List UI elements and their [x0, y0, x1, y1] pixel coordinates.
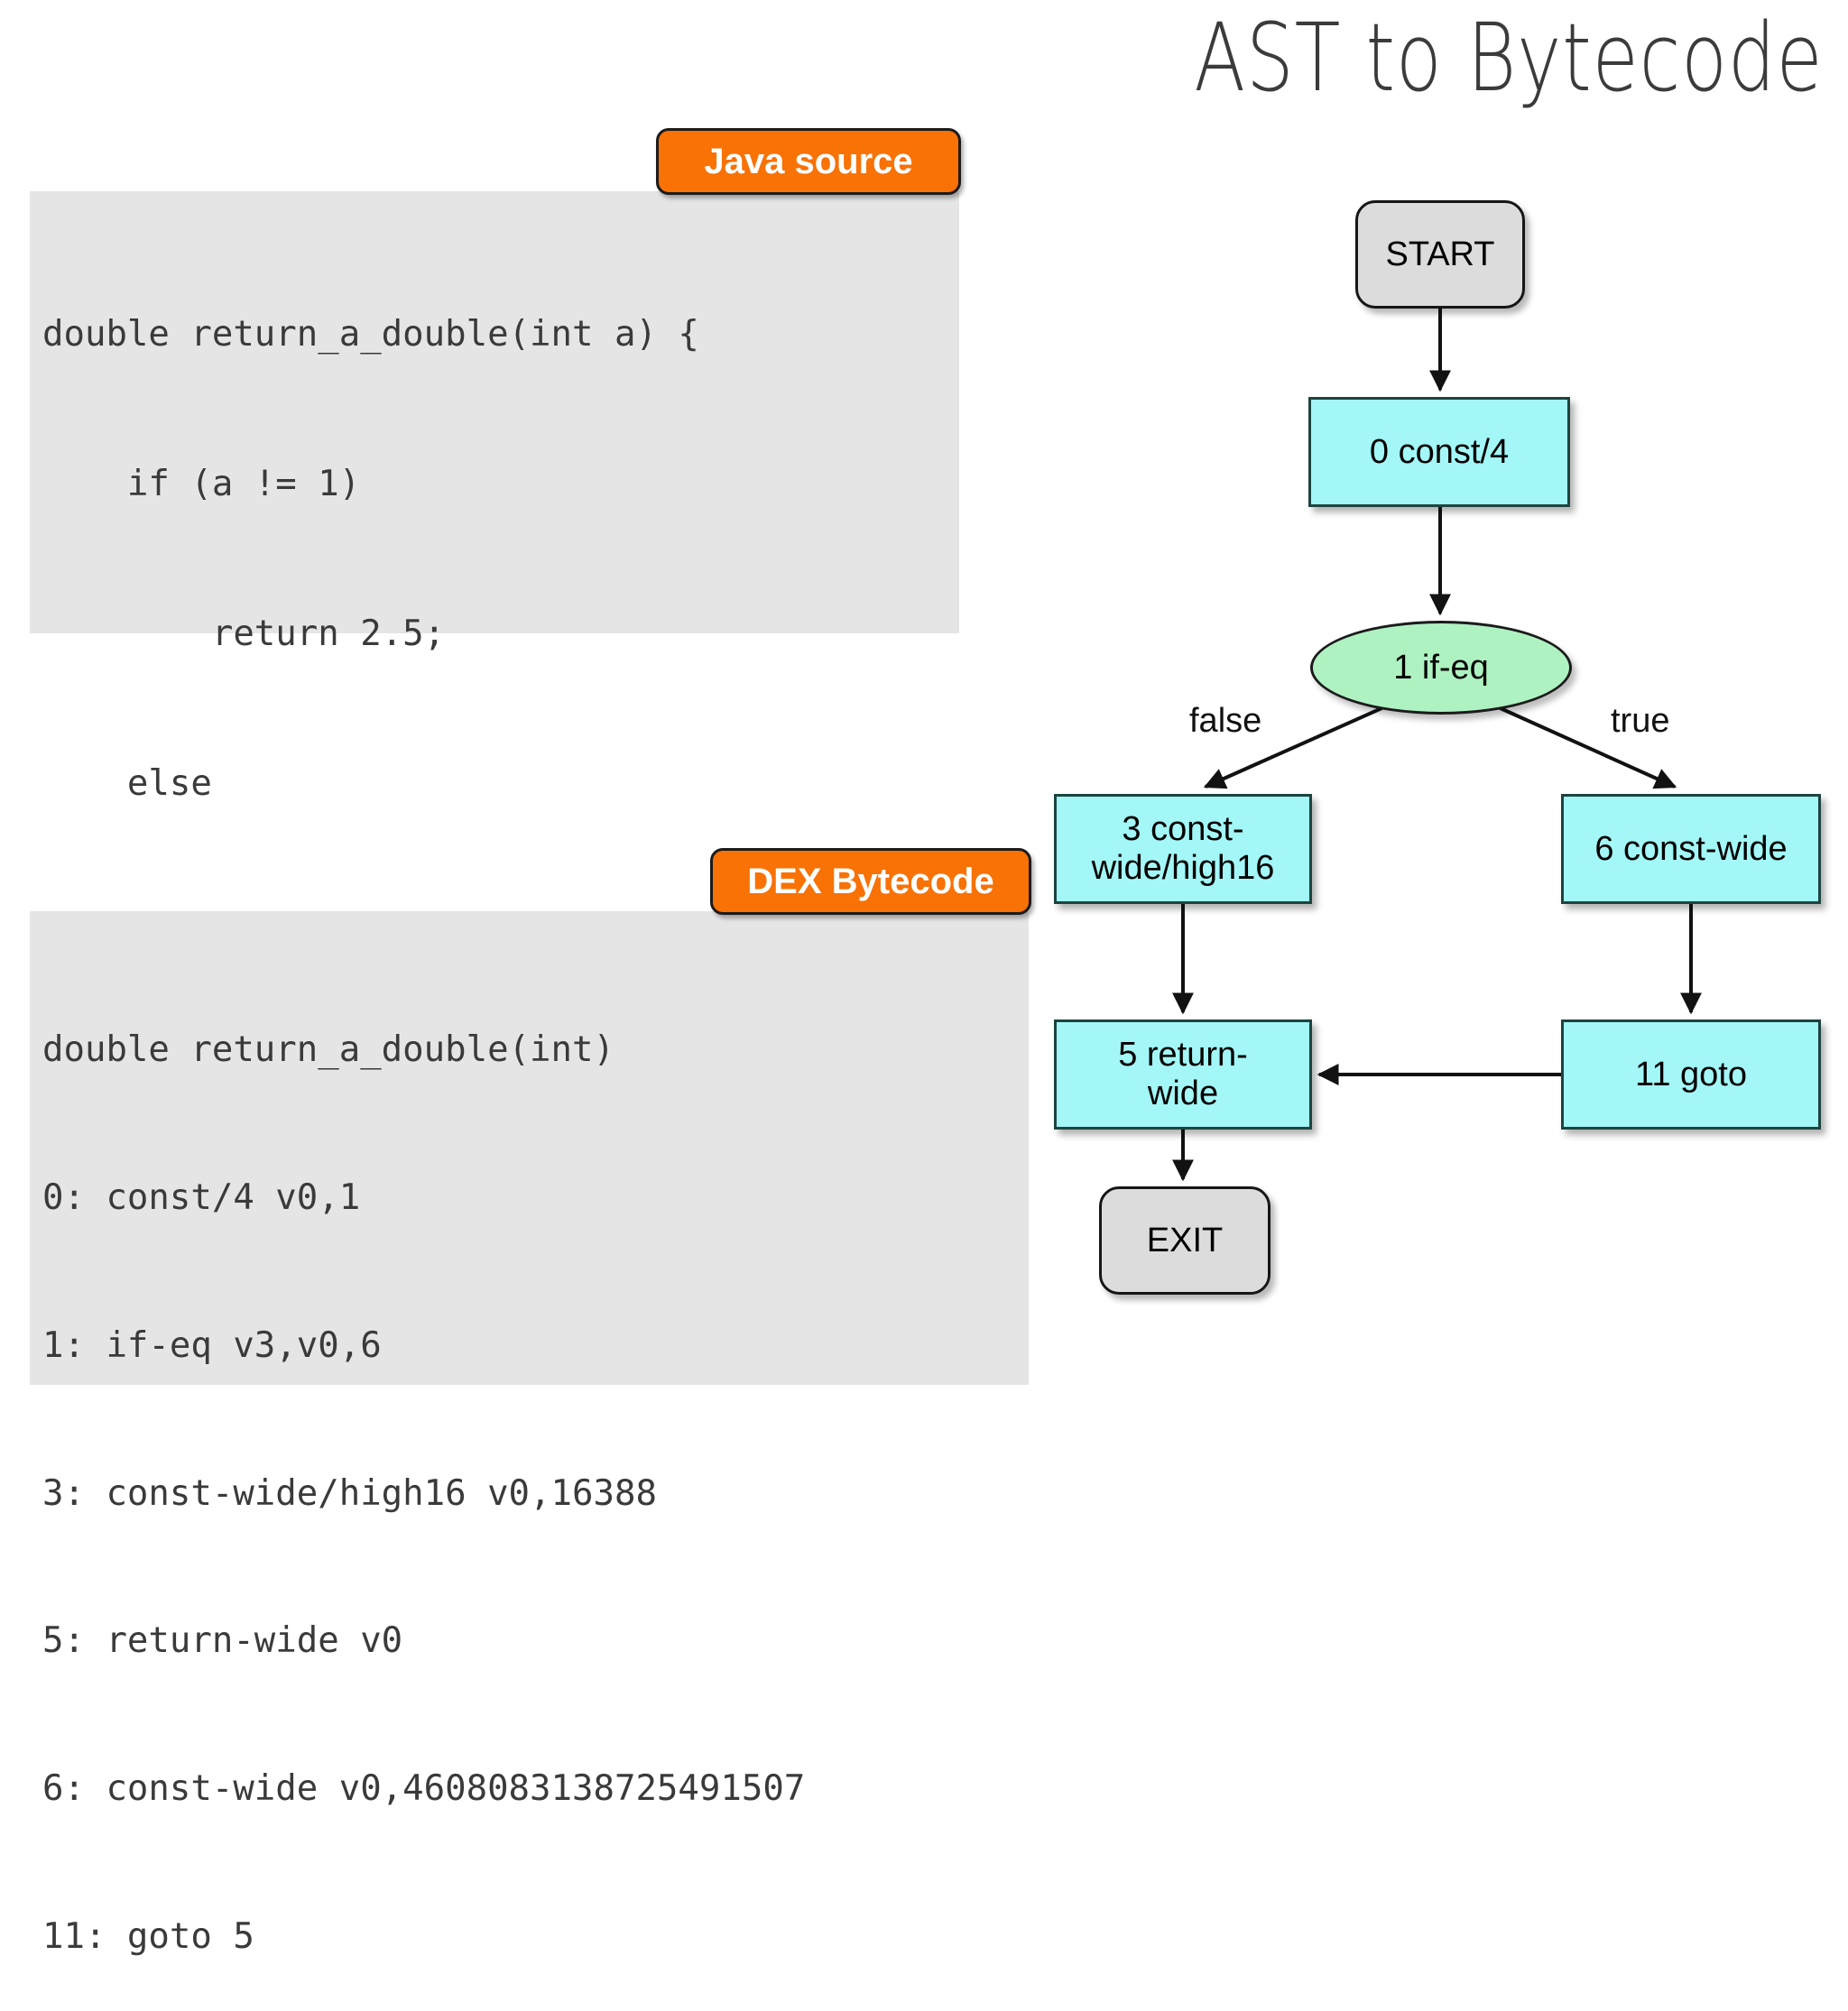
edge-label-false: false — [1189, 702, 1262, 740]
edge-ifeq-true-to-constwide — [1493, 704, 1677, 789]
code-line: 6: const-wide v0,4608083138725491507 — [42, 1768, 806, 1810]
flow-node-exit[interactable]: EXIT — [1099, 1186, 1270, 1295]
flow-node-start[interactable]: START — [1355, 200, 1525, 309]
code-line: double return_a_double(int a) { — [42, 313, 699, 355]
dex-bytecode-badge: DEX Bytecode — [710, 848, 1031, 915]
flow-node-goto-label: 11 goto — [1635, 1055, 1747, 1093]
control-flow-graph: START 0 const/4 1 if-eq false true 3 con… — [1029, 135, 1848, 1385]
dex-bytecode-code-block: double return_a_double(int) 0: const/4 v… — [30, 911, 1029, 1957]
flow-node-return-wide-label-line2: wide — [1147, 1075, 1219, 1112]
java-source-code-block: double return_a_double(int a) { if (a !=… — [30, 191, 959, 1103]
code-line: 0: const/4 v0,1 — [42, 1176, 361, 1218]
edge-label-true: true — [1611, 702, 1670, 740]
code-line: return 2.5; — [42, 613, 446, 654]
code-line: if (a != 1) — [42, 463, 361, 504]
code-line: 11: goto 5 — [42, 1915, 254, 1957]
page-title: AST to Bytecode — [1193, 3, 1823, 113]
dex-bytecode-badge-label: DEX Bytecode — [747, 862, 994, 901]
code-line: 1: if-eq v3,v0,6 — [42, 1324, 382, 1366]
java-source-badge-label: Java source — [704, 142, 913, 181]
flow-node-return-wide[interactable]: 5 return- wide — [1054, 1019, 1312, 1130]
flow-node-const-wide-label: 6 const-wide — [1594, 829, 1788, 868]
flow-node-exit-label: EXIT — [1146, 1221, 1224, 1259]
flow-node-const4-label: 0 const/4 — [1369, 432, 1510, 471]
flow-edges — [1172, 309, 1702, 1182]
flow-node-goto[interactable]: 11 goto — [1561, 1019, 1821, 1130]
flow-node-start-label: START — [1385, 235, 1495, 273]
flow-node-const-wide-high16-label-line1: 3 const- — [1122, 810, 1244, 849]
code-line: 3: const-wide/high16 v0,16388 — [42, 1472, 657, 1514]
flow-node-ifeq[interactable]: 1 if-eq — [1310, 621, 1572, 715]
java-source-badge: Java source — [656, 128, 961, 195]
code-line: 5: return-wide v0 — [42, 1620, 403, 1662]
flow-node-const-wide[interactable]: 6 const-wide — [1561, 794, 1821, 904]
flow-node-ifeq-label: 1 if-eq — [1393, 648, 1489, 687]
flow-node-const-wide-high16-label-line2: wide/high16 — [1091, 849, 1275, 887]
code-line: double return_a_double(int) — [42, 1029, 614, 1071]
code-line: else — [42, 763, 212, 805]
flow-node-return-wide-label-line1: 5 return- — [1118, 1036, 1248, 1075]
flow-node-const4[interactable]: 0 const/4 — [1308, 397, 1570, 507]
flow-node-const-wide-high16[interactable]: 3 const- wide/high16 — [1054, 794, 1312, 904]
edge-ifeq-false-to-constwidehigh16 — [1203, 704, 1389, 789]
